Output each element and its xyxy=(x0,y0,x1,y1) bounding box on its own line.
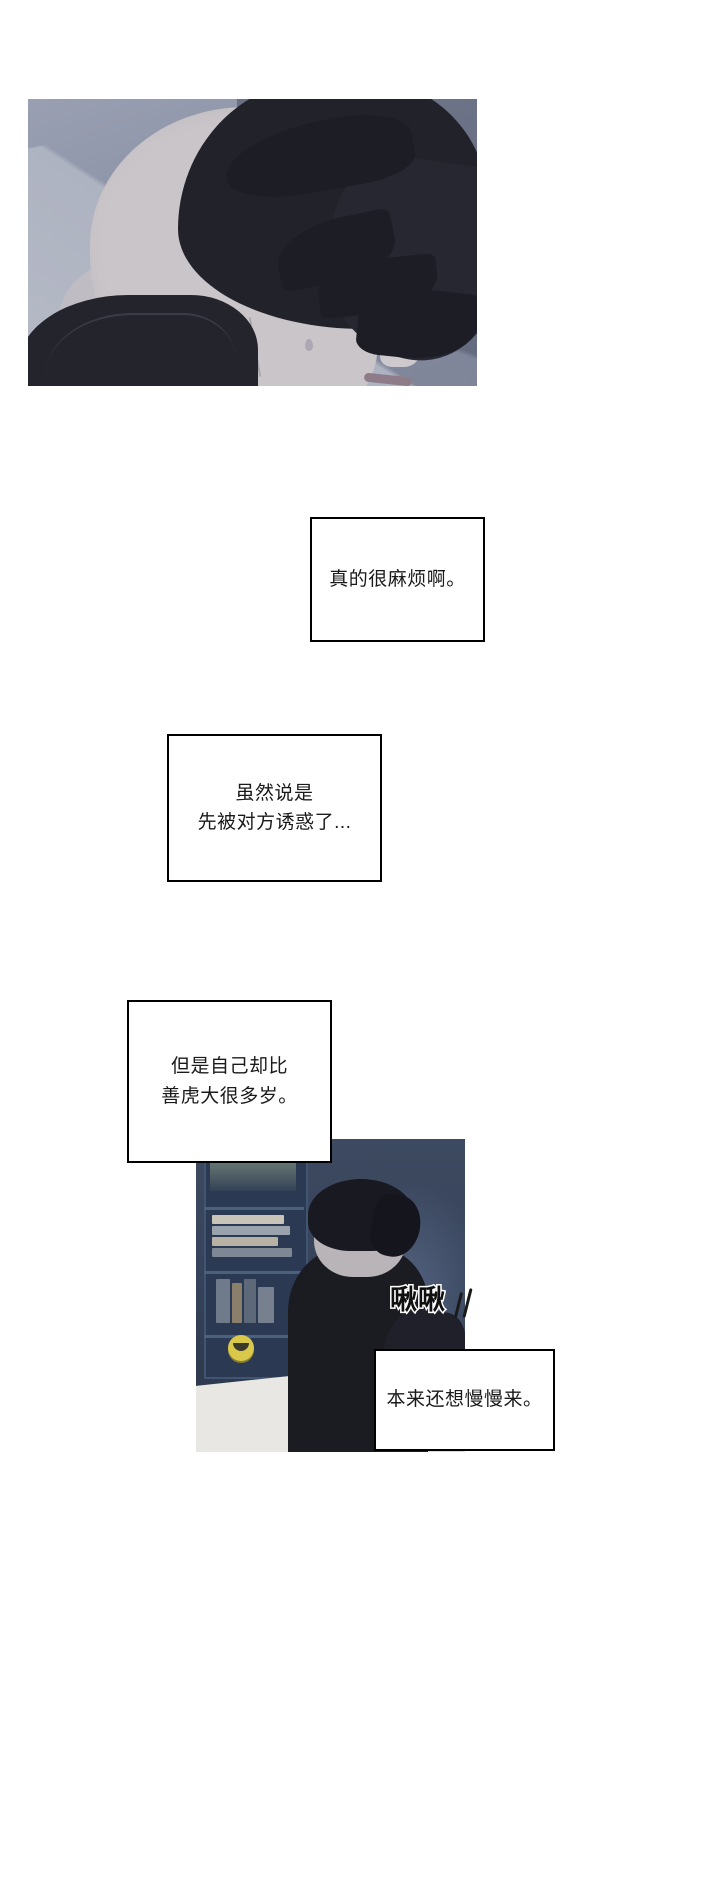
shelf-divider xyxy=(204,1335,304,1338)
book xyxy=(258,1287,274,1323)
book xyxy=(244,1279,256,1323)
shelf-divider xyxy=(204,1207,304,1210)
narration-box-2: 虽然说是 先被对方诱惑了... xyxy=(167,734,382,882)
collar-fold-line xyxy=(46,313,236,386)
narration-text-3-line2: 善虎大很多岁。 xyxy=(161,1085,298,1107)
book xyxy=(216,1279,230,1323)
book xyxy=(212,1226,290,1235)
narration-text-2: 虽然说是 先被对方诱惑了... xyxy=(198,779,352,838)
narration-box-4: 本来还想慢慢来。 xyxy=(374,1349,555,1451)
panel-closeup-face xyxy=(28,99,477,386)
narration-text-2-line1: 虽然说是 xyxy=(235,782,314,804)
narration-box-1: 真的很麻烦啊。 xyxy=(310,517,485,642)
narration-text-3: 但是自己却比 善虎大很多岁。 xyxy=(161,1052,298,1111)
narration-text-1: 真的很麻烦啊。 xyxy=(329,568,466,590)
book xyxy=(212,1237,278,1246)
narration-text-4: 本来还想慢慢来。 xyxy=(386,1389,543,1411)
narration-box-3: 但是自己却比 善虎大很多岁。 xyxy=(127,1000,332,1163)
figurine-face xyxy=(233,1343,249,1351)
book xyxy=(212,1215,284,1224)
book xyxy=(212,1248,292,1257)
shelf-divider xyxy=(204,1271,304,1274)
sound-effect-strokes xyxy=(453,1288,475,1322)
book xyxy=(232,1283,242,1323)
sweat-drop xyxy=(305,339,313,351)
sound-effect-text: 啾啾 xyxy=(389,1284,447,1317)
narration-text-3-line1: 但是自己却比 xyxy=(170,1056,288,1078)
narration-text-2-line2: 先被对方诱惑了... xyxy=(197,812,352,833)
panel-shelf-scene xyxy=(196,1139,465,1452)
